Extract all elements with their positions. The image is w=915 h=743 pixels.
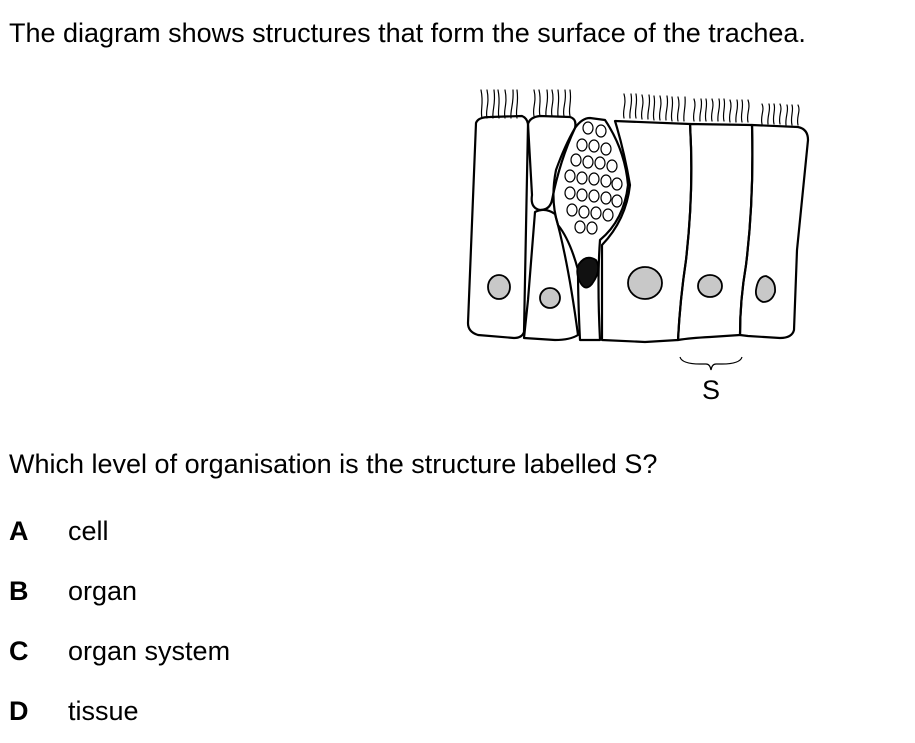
s-brace <box>679 356 743 371</box>
option-c-letter: C <box>9 636 29 666</box>
goblet-cell <box>552 116 630 342</box>
nucleus-goblet <box>576 256 600 289</box>
cilia <box>480 89 800 126</box>
option-a-text: cell <box>68 516 109 546</box>
option-d-text: tissue <box>68 696 139 726</box>
nucleus-5 <box>697 274 723 298</box>
option-b-letter: B <box>9 576 29 606</box>
epithelial-cell-1 <box>466 114 530 340</box>
nucleus-4 <box>627 266 663 300</box>
nucleus-6 <box>754 275 776 303</box>
option-c-text: organ system <box>68 636 231 666</box>
question-prompt: Which level of organisation is the struc… <box>9 449 658 479</box>
option-b-text: organ <box>68 576 138 606</box>
epithelial-cell-3 <box>522 208 580 342</box>
option-d-letter: D <box>9 696 29 726</box>
question-intro: The diagram shows structures that form t… <box>9 18 806 48</box>
nucleus-2 <box>539 287 561 309</box>
label-s: S <box>702 375 720 405</box>
option-a-letter: A <box>9 516 29 546</box>
epithelial-cell-6 <box>738 123 810 340</box>
epithelial-cell-2 <box>526 114 577 212</box>
trachea-epithelium-diagram: S <box>466 89 810 405</box>
nuclei <box>487 256 776 309</box>
epithelial-cell-4 <box>600 119 693 344</box>
mucus-granules <box>564 121 623 235</box>
nucleus-1 <box>487 274 511 300</box>
